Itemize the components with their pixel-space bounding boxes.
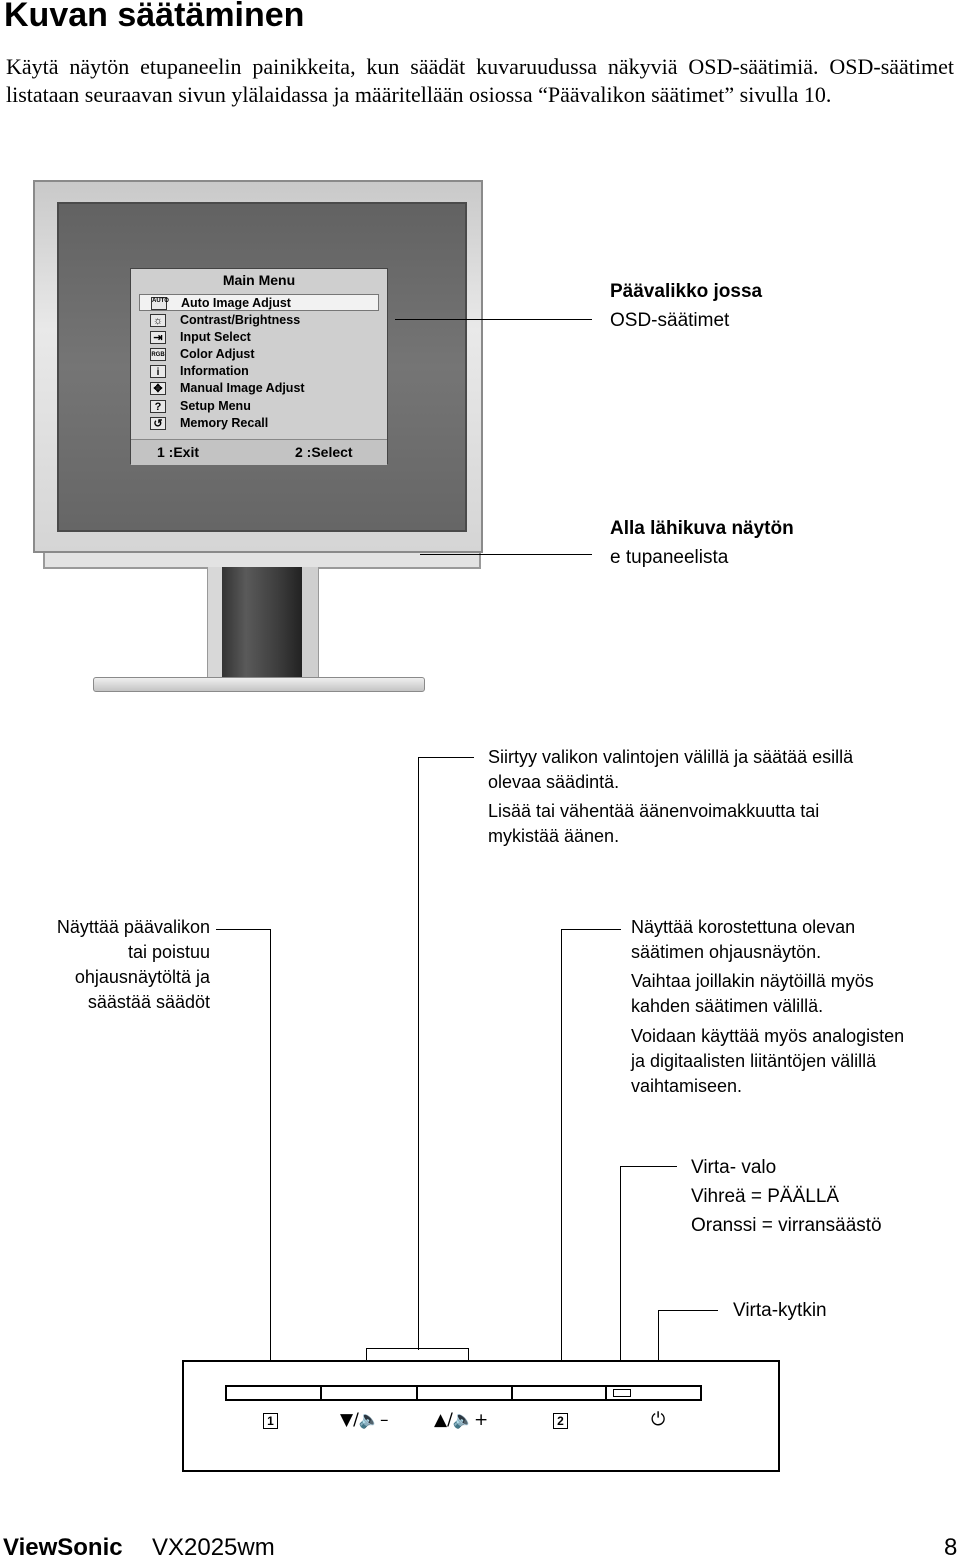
osd-item-label: Auto Image Adjust	[181, 296, 291, 310]
footer-model: VX2025wm	[152, 1534, 275, 1561]
leader-line-button1	[216, 929, 271, 930]
osd-item-auto-image-adjust[interactable]: AUTO Auto Image Adjust	[139, 294, 379, 311]
callout-button1-text-3: ohjausnäytöltä ja	[74, 967, 210, 987]
callout-button1-text-2: tai poistuu	[127, 942, 210, 962]
osd-item-label: Input Select	[180, 330, 251, 344]
up-volume-plus-icon: ▲/🔈+	[434, 1410, 489, 1430]
button-2[interactable]	[511, 1385, 607, 1401]
number-1-icon: 1	[263, 1413, 278, 1429]
callout-power-light-text-2: Vihreä = PÄÄLLÄ	[691, 1186, 840, 1207]
osd-item-label: Manual Image Adjust	[180, 381, 305, 395]
question-icon: ?	[150, 400, 166, 413]
leader-line-closeup	[420, 554, 592, 555]
color-icon: RGB	[150, 348, 166, 361]
osd-item-manual-image-adjust[interactable]: ✥ Manual Image Adjust	[139, 380, 379, 397]
callout-arrows-text-2: olevaa säädintä.	[488, 772, 620, 792]
button-1-icon: 1	[263, 1410, 278, 1430]
callout-button2-text-6: ja digitaalisten liitäntöjen välillä	[631, 1051, 877, 1071]
leader-line-power-light-vertical	[620, 1166, 621, 1386]
callout-main-menu-title: Päävalikko jossa	[610, 281, 763, 302]
input-icon: ⇥	[150, 331, 166, 344]
callout-button1-text-4: säästää säädöt	[87, 992, 210, 1012]
osd-footer: 1 :Exit 2 :Select	[131, 439, 387, 465]
callout-closeup-subtitle: e tupaneelista	[610, 547, 729, 568]
callout-button2-text-3: Vaihtaa joillakin näytöillä myös	[631, 971, 874, 991]
button-down[interactable]	[320, 1385, 418, 1401]
intro-paragraph: Käytä näytön etupaneelin painikkeita, ku…	[6, 54, 954, 107]
callout-button2-text-5: Voidaan käyttää myös analogisten	[631, 1026, 905, 1046]
osd-select-hint: 2 :Select	[295, 444, 353, 460]
osd-item-label: Color Adjust	[180, 347, 255, 361]
leader-line-button1-vertical	[270, 929, 271, 1384]
monitor-stand-left	[207, 567, 224, 680]
callout-power-light-text-1: Virta- valo	[691, 1157, 777, 1178]
osd-item-memory-recall[interactable]: ↺ Memory Recall	[139, 415, 379, 432]
callout-button1-text-1: Näyttää päävalikon	[56, 917, 210, 937]
osd-item-label: Setup Menu	[180, 399, 251, 413]
leader-line-down-button	[418, 757, 474, 758]
callout-power-light-text-3: Oranssi = virransäästö	[691, 1215, 882, 1236]
callout-power-switch: Virta-kytkin	[733, 1300, 827, 1321]
callout-volume-text-1: Lisää tai vähentää äänenvoimakkuutta tai	[488, 801, 820, 821]
monitor-stand-right	[302, 567, 319, 680]
osd-item-label: Contrast/Brightness	[180, 313, 301, 327]
leader-bracket-top	[366, 1348, 469, 1349]
number-2-icon: 2	[553, 1413, 568, 1429]
move-icon: ✥	[150, 382, 166, 395]
auto-set-icon: AUTO	[151, 297, 169, 310]
osd-item-label: Memory Recall	[180, 416, 269, 430]
sun-icon: ☼	[150, 314, 166, 327]
leader-line-button2-vertical	[561, 929, 562, 1384]
callout-button2-text-2: säätimen ohjausnäytön.	[631, 942, 822, 962]
leader-line-power-switch	[658, 1310, 718, 1311]
osd-item-color-adjust[interactable]: RGB Color Adjust	[139, 346, 379, 363]
callout-button2-text-4: kahden säätimen välillä.	[631, 996, 824, 1016]
osd-item-label: Information	[180, 364, 249, 378]
leader-line-power-switch-vertical	[658, 1310, 659, 1385]
callout-closeup-title: Alla lähikuva näytön	[610, 518, 794, 539]
monitor-base	[93, 677, 425, 692]
callout-arrows-text-1: Siirtyy valikon valintojen välillä ja sä…	[488, 747, 854, 767]
osd-title: Main Menu	[222, 272, 296, 288]
leader-line-main-menu	[395, 319, 592, 320]
callout-main-menu-subtitle: OSD-säätimet	[610, 310, 730, 331]
callout-volume-text-2: mykistää äänen.	[488, 826, 620, 846]
page-number: 8	[944, 1534, 958, 1561]
button-up[interactable]	[416, 1385, 513, 1401]
osd-item-setup-menu[interactable]: ? Setup Menu	[139, 398, 379, 415]
recall-icon: ↺	[150, 417, 166, 430]
power-icon: ⏻	[651, 1409, 666, 1430]
osd-exit-hint: 1 :Exit	[157, 444, 200, 460]
button-2-icon: 2	[553, 1410, 568, 1430]
callout-button2-text-7: vaihtamiseen.	[631, 1076, 743, 1096]
leader-line-down-button-vertical	[418, 757, 419, 1350]
page-title: Kuvan säätäminen	[4, 0, 305, 34]
osd-item-contrast-brightness[interactable]: ☼ Contrast/Brightness	[139, 312, 379, 329]
footer-brand: ViewSonic	[3, 1534, 123, 1561]
power-led-indicator	[613, 1389, 631, 1397]
osd-main-menu: Main Menu AUTO Auto Image Adjust ☼ Contr…	[130, 268, 388, 465]
button-1[interactable]	[225, 1385, 322, 1401]
leader-line-power-light	[620, 1166, 677, 1167]
osd-item-information[interactable]: i Information	[139, 363, 379, 380]
leader-line-button2	[561, 929, 621, 930]
osd-item-input-select[interactable]: ⇥ Input Select	[139, 329, 379, 346]
front-panel	[182, 1360, 780, 1472]
monitor-stand	[222, 567, 302, 680]
down-volume-minus-icon: ▼/🔈–	[340, 1410, 389, 1430]
info-icon: i	[150, 365, 166, 378]
callout-button2-text-1: Näyttää korostettuna olevan	[631, 917, 856, 937]
